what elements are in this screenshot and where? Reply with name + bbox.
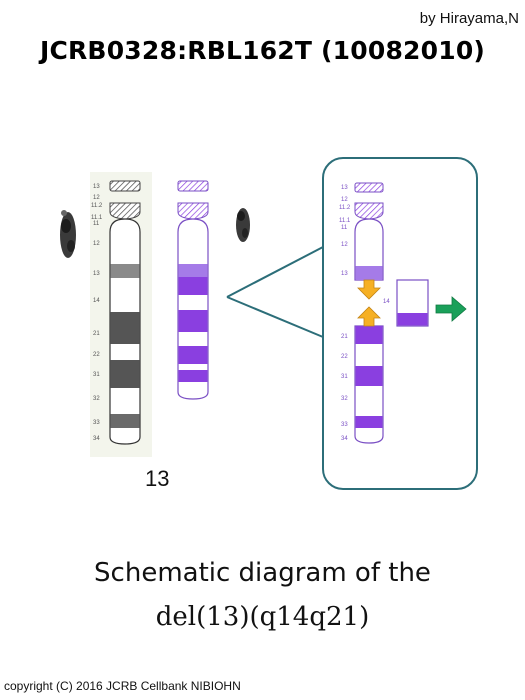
deletion-arrows <box>357 279 381 327</box>
up-arrow-icon <box>357 306 381 327</box>
band-labels-left: 13 12 11.2 11.1 11 12 13 14 21 22 31 32 … <box>91 184 103 442</box>
band-label: 31 <box>341 374 348 380</box>
band-label: 13 <box>341 185 348 191</box>
copyright-notice: copyright (C) 2016 JCRB Cellbank NIBIOHN <box>4 679 241 693</box>
band-label: 33 <box>341 422 348 428</box>
band-label: 11.1 <box>339 218 351 224</box>
zoom-chromosome-lower <box>354 325 384 444</box>
band-label: 11.2 <box>339 205 351 211</box>
zoom-chromosome-upper <box>354 182 384 281</box>
band-label: 32 <box>93 396 100 402</box>
page-title: JCRB0328:RBL162T (10082010) <box>39 36 486 65</box>
band-label: 11.1 <box>91 215 103 221</box>
zoom-connector-lines <box>226 246 324 338</box>
band-label: 13 <box>341 271 348 277</box>
band-label: 14 <box>93 298 100 304</box>
band-label: 12 <box>93 195 100 201</box>
band-label: 11.2 <box>91 203 103 209</box>
band-label: 13 <box>93 184 100 190</box>
band-label: 22 <box>341 354 348 360</box>
band-label: 22 <box>93 352 100 358</box>
chromosome-number-label: 13 <box>145 466 170 491</box>
author-credit: by Hirayama,N <box>419 10 519 27</box>
band-label: 13 <box>93 271 100 277</box>
band-label-deleted: 14 <box>383 299 390 305</box>
deleted-segment-14 <box>396 279 429 327</box>
caption-line-2: del(13)(q14q21) <box>155 602 370 632</box>
band-label: 11 <box>341 225 348 231</box>
deleted-chromosome-13-ideogram <box>177 180 209 400</box>
band-label: 11 <box>93 221 100 227</box>
photo-chromosome-deleted <box>236 208 250 242</box>
band-label: 33 <box>93 420 100 426</box>
band-label: 12 <box>341 242 348 248</box>
down-arrow-icon <box>357 279 381 300</box>
normal-chromosome-13-ideogram <box>109 180 141 445</box>
caption-line-1: Schematic diagram of the <box>94 558 431 588</box>
band-label: 34 <box>341 436 348 442</box>
band-label: 12 <box>93 241 100 247</box>
band-label: 31 <box>93 372 100 378</box>
band-label: 21 <box>93 331 100 337</box>
band-labels-zoom: 13 12 11.2 11.1 11 12 13 21 22 31 32 33 … <box>339 185 390 442</box>
right-arrow-icon <box>435 296 467 322</box>
photo-chromosome-normal <box>60 210 76 258</box>
band-label: 34 <box>93 436 100 442</box>
band-label: 12 <box>341 197 348 203</box>
band-label: 21 <box>341 334 348 340</box>
band-label: 32 <box>341 396 348 402</box>
